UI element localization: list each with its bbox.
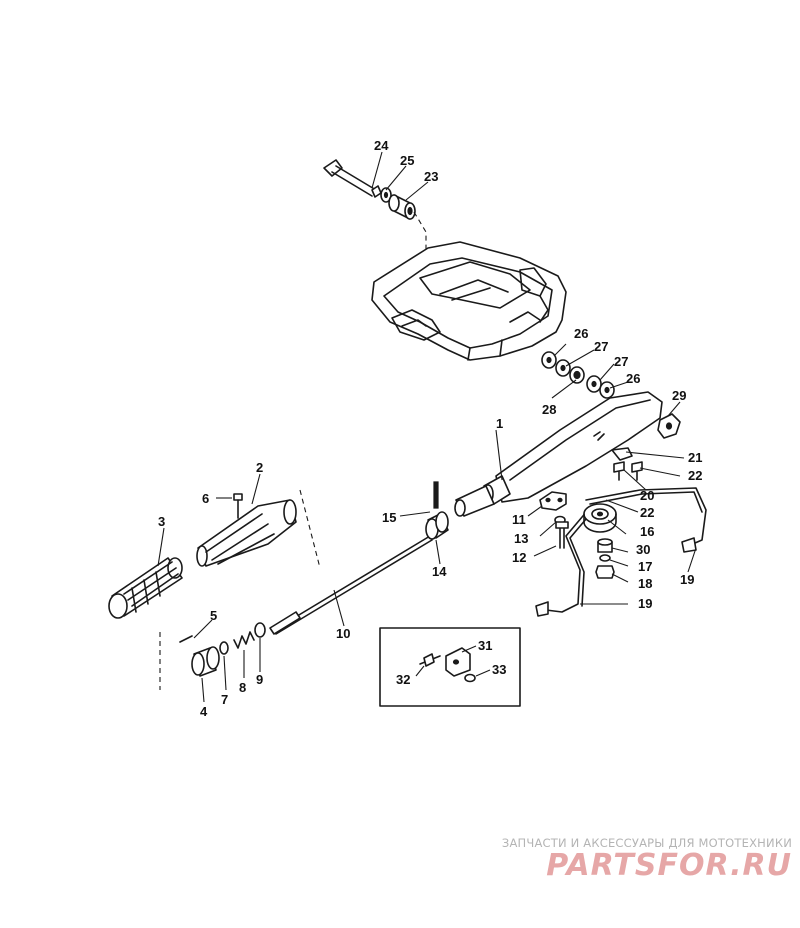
callout-27-lower: 27 <box>614 354 628 369</box>
callout-17: 17 <box>638 559 652 574</box>
callout-2: 2 <box>256 460 263 475</box>
callout-13: 13 <box>514 531 528 546</box>
callout-9: 9 <box>256 672 263 687</box>
washer-25 <box>380 187 392 203</box>
callout-26-lower: 26 <box>626 371 640 386</box>
alignment-line-23 <box>413 211 427 252</box>
bushing-23 <box>388 194 416 220</box>
pin-15 <box>433 481 439 509</box>
knob-14 <box>425 511 449 540</box>
callout-22-lower: 22 <box>640 505 654 520</box>
callouts: 24 25 23 26 27 27 26 28 29 1 21 22 20 22… <box>158 138 702 719</box>
callout-14: 14 <box>432 564 447 579</box>
spring-8 <box>233 631 255 649</box>
washer-7 <box>219 641 229 655</box>
callout-33: 33 <box>492 662 506 677</box>
nut-29 <box>657 413 681 439</box>
callout-19-lower: 19 <box>638 596 652 611</box>
screw-20 <box>613 461 625 481</box>
washer-17 <box>599 554 611 562</box>
washer-stack-26-27-28 <box>541 351 615 399</box>
throttle-cable-19 <box>535 487 707 617</box>
watermark-caption: ЗАПЧАСТИ И АКСЕССУАРЫ ДЛЯ МОТОТЕХНИКИ <box>501 836 792 850</box>
nut-18 <box>595 565 615 579</box>
callout-15: 15 <box>382 510 396 525</box>
friction-plate-16 <box>583 503 617 533</box>
callout-31: 31 <box>478 638 492 653</box>
callout-11: 11 <box>512 512 526 527</box>
callout-24: 24 <box>374 138 389 153</box>
callout-1: 1 <box>496 416 503 431</box>
callout-5: 5 <box>210 608 217 623</box>
tiller-arm-1 <box>454 391 663 517</box>
washer-33 <box>464 673 476 683</box>
callout-4: 4 <box>200 704 208 719</box>
bushing-30 <box>597 538 613 553</box>
bushing-9 <box>254 622 266 638</box>
callout-6: 6 <box>202 491 209 506</box>
callout-16: 16 <box>640 524 654 539</box>
callout-28: 28 <box>542 402 556 417</box>
callout-32: 32 <box>396 672 410 687</box>
callout-7: 7 <box>221 692 228 707</box>
callout-23: 23 <box>424 169 438 184</box>
callout-21: 21 <box>688 450 702 465</box>
shaft-10 <box>269 535 433 635</box>
callout-27-upper: 27 <box>594 339 608 354</box>
screw-22-upper <box>631 461 643 481</box>
inset-box <box>379 627 521 707</box>
screw-6 <box>233 493 243 519</box>
handle-grip-3 <box>108 557 183 619</box>
grip-assembly-boundary <box>159 489 321 690</box>
bolt-12 <box>555 521 569 549</box>
callout-25: 25 <box>400 153 414 168</box>
throttle-sleeve-2 <box>196 499 297 567</box>
callout-30: 30 <box>636 542 650 557</box>
spring-pin-5 <box>179 635 193 643</box>
callout-20: 20 <box>640 488 654 503</box>
callout-10: 10 <box>336 626 350 641</box>
tiller-bracket <box>371 241 567 361</box>
callout-19-right: 19 <box>680 572 694 587</box>
callout-18: 18 <box>638 576 652 591</box>
callout-29: 29 <box>672 388 686 403</box>
callout-12: 12 <box>512 550 526 565</box>
ring-4 <box>191 646 220 677</box>
pivot-bolt-24 <box>323 159 382 198</box>
callout-3: 3 <box>158 514 165 529</box>
bracket-11 <box>539 491 567 511</box>
clip-21 <box>611 447 633 461</box>
watermark-logo: PARTSFOR.RU <box>546 848 792 883</box>
callout-26-upper: 26 <box>574 326 588 341</box>
callout-22-upper: 22 <box>688 468 702 483</box>
leader-lines <box>157 151 697 703</box>
callout-8: 8 <box>239 680 246 695</box>
